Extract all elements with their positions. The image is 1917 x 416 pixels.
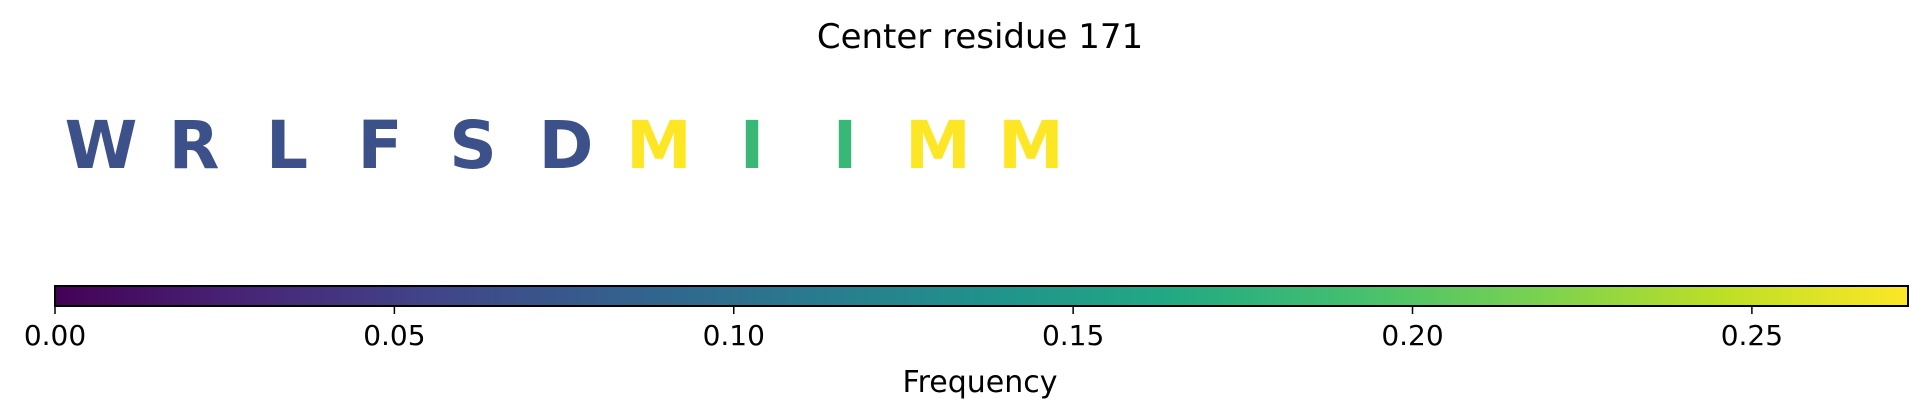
colorbar [54,285,1909,307]
colorbar-tick-label: 0.00 [24,319,86,352]
residue-letter: M [626,107,692,184]
residue-letter: W [65,107,138,184]
colorbar-tick-label: 0.20 [1381,319,1443,352]
colorbar-tick-label: 0.15 [1042,319,1104,352]
chart-title: Center residue 171 [817,17,1143,57]
residue-letter: M [905,107,971,184]
residue-letter: D [539,107,594,184]
residue-letter: I [740,107,765,184]
residue-letter: S [449,107,497,184]
colorbar-ticks: 0.00 0.05 0.10 0.15 0.20 0.25 [24,306,1783,352]
colorbar-label: Frequency [903,365,1058,400]
residue-letter: F [357,107,402,184]
colorbar-tick-label: 0.05 [363,319,425,352]
colorbar-tick-label: 0.25 [1721,319,1783,352]
residue-letter: M [998,107,1064,184]
residue-letter: I [833,107,858,184]
residue-letter: L [266,107,308,184]
residue-letter: R [169,107,220,184]
colorbar-tick-label: 0.10 [703,319,765,352]
